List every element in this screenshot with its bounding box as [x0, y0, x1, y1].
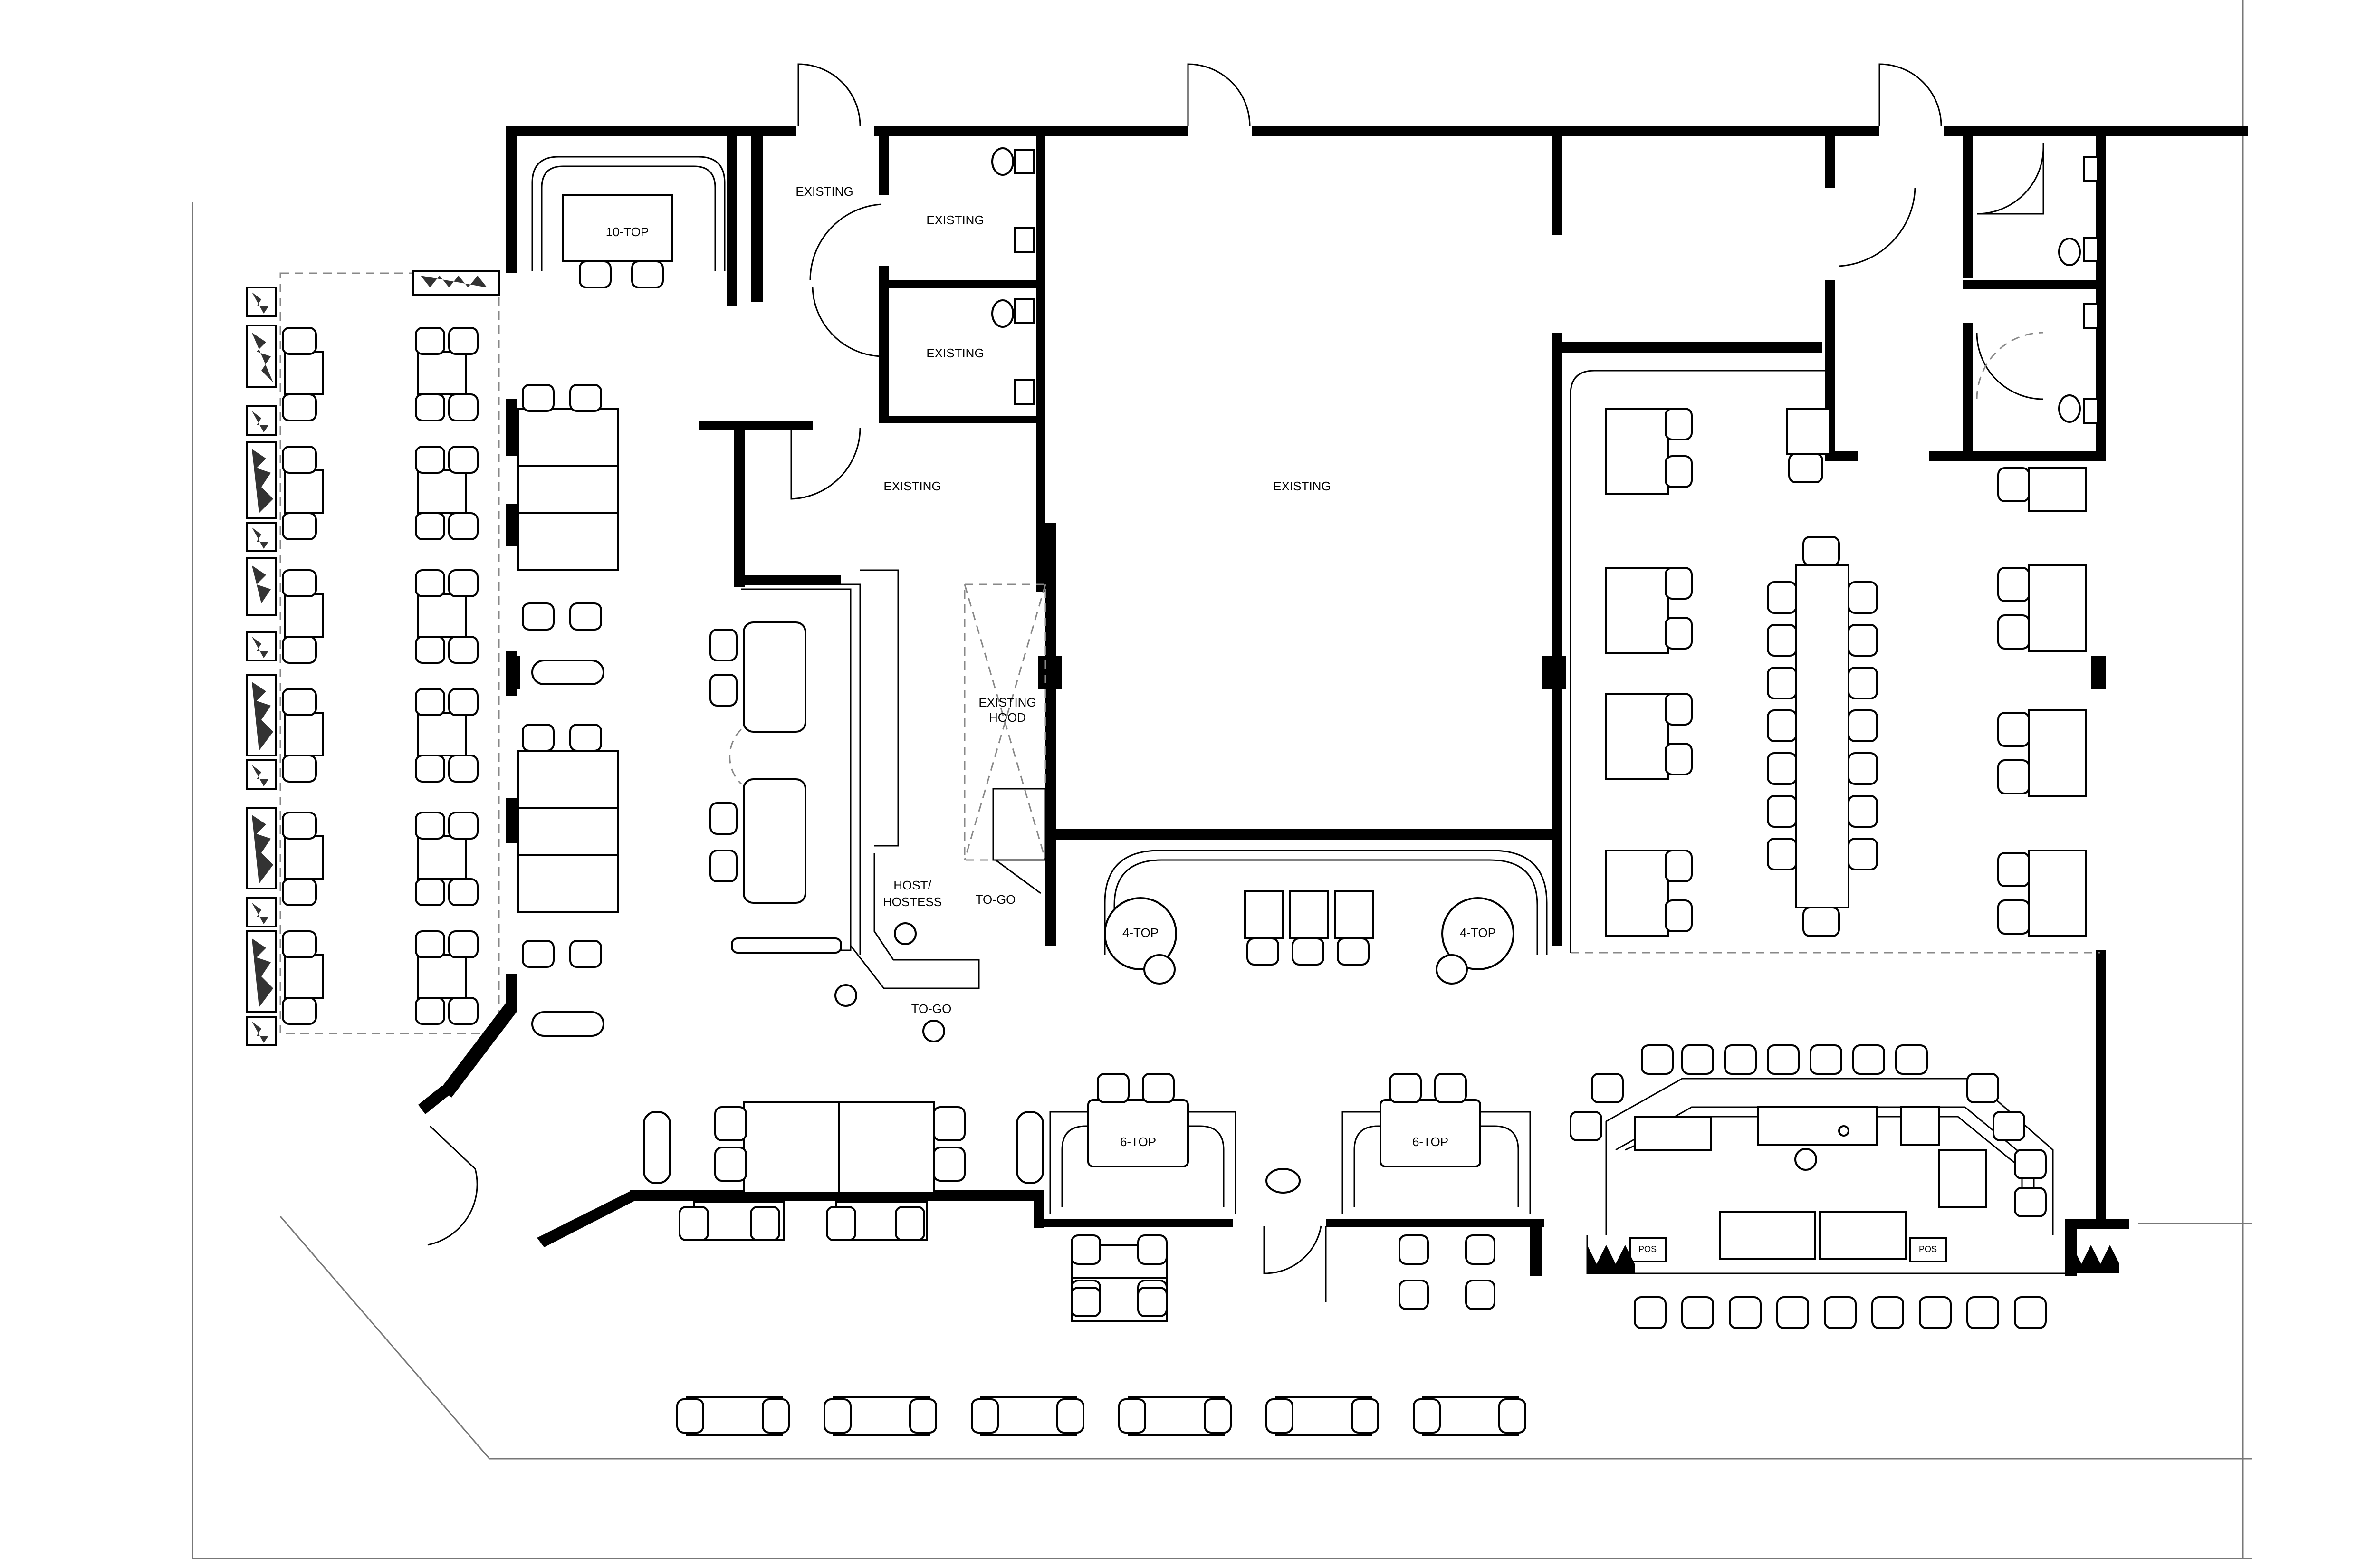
- front-tables: [643, 1101, 1044, 1241]
- site-boundary: [192, 0, 2252, 1559]
- host-label-line2: HOSTESS: [883, 895, 942, 909]
- pos-label-1: POS: [1638, 1244, 1657, 1254]
- existing-restroom-b-label: EXISTING: [926, 346, 984, 360]
- central-booths: [709, 569, 899, 955]
- hood-label-line2: HOOD: [989, 710, 1026, 725]
- existing-restroom-a-label: EXISTING: [926, 213, 984, 227]
- existing-corridor-label: EXISTING: [883, 479, 941, 493]
- private-dining: [1570, 370, 2100, 954]
- six-top-booths: 6-TOP 6-TOP: [1049, 1073, 1531, 1214]
- walls: [418, 126, 2248, 1276]
- existing-upper-label: EXISTING: [795, 184, 853, 199]
- six-top-right-label: 6-TOP: [1412, 1135, 1448, 1149]
- to-go-label-2: TO-GO: [911, 1002, 952, 1016]
- patio-planters: [246, 270, 500, 1046]
- host-station: HOST/ HOSTESS TO-GO TO-GO: [834, 853, 1016, 1042]
- patio-seating: [282, 327, 479, 1025]
- exterior-front-tables: [676, 1234, 1526, 1436]
- four-top-left-label: 4-TOP: [1122, 926, 1159, 940]
- room-labels: EXISTING EXISTING EXISTING EXISTING EXIS…: [795, 184, 1331, 493]
- six-top-left-label: 6-TOP: [1120, 1135, 1156, 1149]
- interior-booths: [517, 384, 619, 1037]
- restroom-fixtures: [991, 147, 2099, 424]
- ten-top-booth: 10-TOP: [531, 156, 726, 288]
- hood-label-line1: EXISTING: [978, 695, 1036, 709]
- four-top-banquette: 4-TOP 4-TOP: [1104, 850, 1548, 985]
- to-go-label-1: TO-GO: [976, 892, 1016, 907]
- doors: [427, 63, 2044, 1302]
- existing-hood: EXISTING HOOD: [964, 583, 1046, 894]
- existing-kitchen-label: EXISTING: [1273, 479, 1331, 493]
- bar: POS POS: [1570, 1044, 2119, 1329]
- host-label-line1: HOST/: [893, 878, 931, 892]
- four-top-right-label: 4-TOP: [1460, 926, 1496, 940]
- pos-label-2: POS: [1919, 1244, 1937, 1254]
- ten-top-label: 10-TOP: [606, 225, 649, 239]
